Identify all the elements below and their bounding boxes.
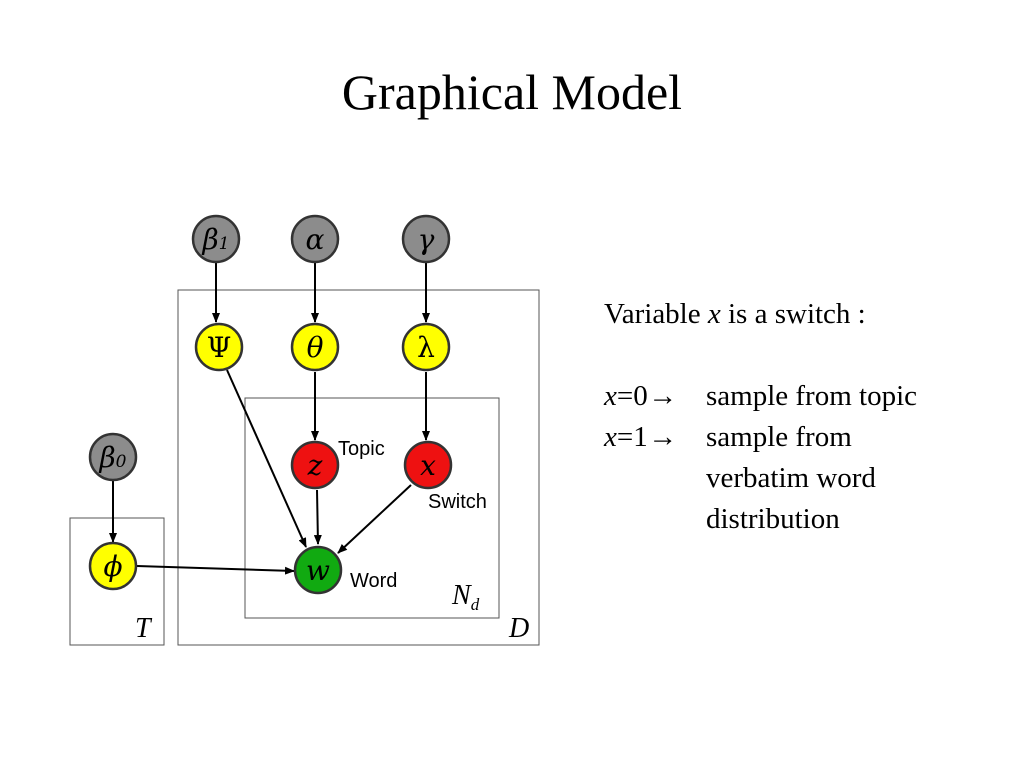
node-beta0-circle [88,432,138,482]
node-w-circle [293,545,343,595]
right-arrow-icon: → [648,380,678,412]
node-x-symbol: x [420,449,436,482]
node-z-symbol: z [307,449,323,482]
note-case-verbatim-cont-1: verbatim word [706,462,876,494]
node-alpha-symbol: α [306,223,325,256]
node-w-symbol: w [306,554,330,587]
node-theta-circle [290,322,340,372]
note-intro: Variable x is a switch : [604,298,866,330]
node-alpha: α [290,214,340,264]
node-z-circle [290,440,340,490]
node-w: w Word [293,545,397,595]
node-theta: θ [290,322,340,372]
node-gamma-symbol: γ [418,223,435,256]
switch-explanation: Variable x is a switch : x=0→sample from… [604,294,917,540]
node-beta1: β1 [191,214,241,264]
note-case-topic: x=0→sample from topic [604,376,917,417]
node-theta-symbol: θ [307,331,324,364]
node-psi-symbol: Ψ [207,331,232,364]
node-x: x Switch [403,440,487,513]
node-lambda: λ [401,322,451,372]
note-case-verbatim: x=1→sample from [604,417,876,458]
node-x-label: Switch [428,491,487,513]
right-arrow-icon: → [648,421,678,453]
node-beta1-circle [191,214,241,264]
node-psi: Ψ [194,322,244,372]
plate-t-label: T [135,613,153,644]
node-lambda-symbol: λ [417,331,435,364]
node-gamma-circle [401,214,451,264]
edge-x-w [337,484,412,554]
node-z-label: Topic [338,438,385,460]
plate-t [69,517,165,646]
slide-title: Graphical Model [341,64,683,120]
plate-d-label: D [508,613,529,644]
node-lambda-circle [401,322,451,372]
node-phi: ϕ [88,541,138,591]
node-psi-circle [194,322,244,372]
plate-nd-label: Nd [451,580,480,614]
node-alpha-circle [290,214,340,264]
node-beta0-symbol: β0 [98,441,126,474]
note-case-verbatim-cont-2: distribution [706,503,840,535]
node-phi-symbol: ϕ [103,550,122,583]
node-w-label: Word [350,570,397,592]
edge-psi-w [226,369,307,548]
edge-phi-w [136,565,295,575]
node-x-circle [403,440,453,490]
note-spacer [604,335,876,376]
node-z: z Topic [290,438,385,490]
edge-z-w [313,489,322,545]
node-beta1-symbol: β1 [201,223,229,256]
plate-d [177,289,540,646]
node-beta0: β0 [88,432,138,482]
plate-nd [244,397,500,619]
node-phi-circle [88,541,138,591]
node-gamma: γ [401,214,451,264]
